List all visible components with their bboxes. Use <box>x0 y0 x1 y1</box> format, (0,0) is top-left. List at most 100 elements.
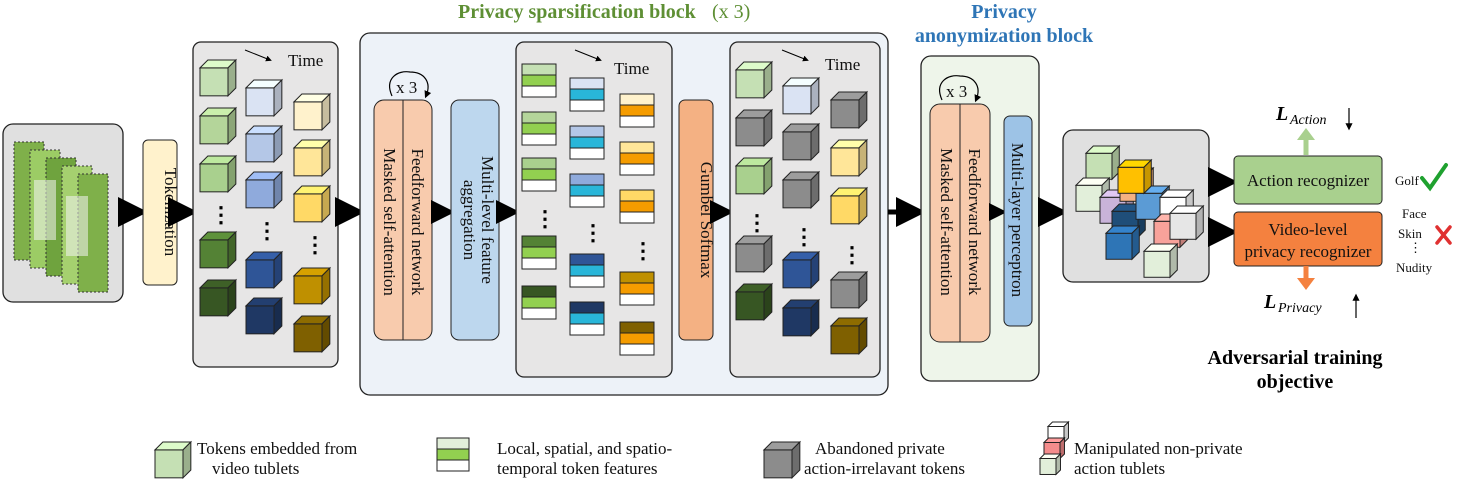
legend-text-1a: Tokens embedded from <box>197 439 357 458</box>
token-cube <box>781 170 821 210</box>
token-cube <box>829 186 869 226</box>
loss-privacy: L Privacy <box>1263 291 1360 318</box>
legend-text-1b: video tublets <box>212 459 299 478</box>
cross-icon <box>1435 225 1452 245</box>
token-cube <box>198 106 238 146</box>
ellipsis: ⋮ <box>632 238 654 263</box>
svg-text:Action: Action <box>1289 113 1327 128</box>
tokenization-block: Tokenization <box>142 139 180 286</box>
legend-text-3a: Abandoned private <box>815 439 945 458</box>
objective-title-1: Adversarial training <box>1208 347 1383 369</box>
attention-label-1: Masked self-attention <box>380 148 399 296</box>
token-cube <box>829 138 869 178</box>
ellipsis: ⋮ <box>582 220 604 245</box>
token-cube <box>198 154 238 194</box>
token-cube <box>244 124 284 164</box>
gumbel-label: Gumbel Softmax <box>697 162 716 279</box>
ellipsis: ⋮ <box>793 224 815 249</box>
token-cube <box>781 250 821 290</box>
output-tublets-panel <box>1062 129 1210 283</box>
ellipsis: ⋮ <box>746 210 768 235</box>
input-video-panel <box>2 123 124 303</box>
anonymization-title-2: anonymization block <box>915 25 1094 47</box>
token-cube <box>734 156 774 196</box>
svg-text:L: L <box>1275 103 1288 125</box>
token-cube <box>781 122 821 162</box>
output-tublet-cube <box>1084 144 1121 181</box>
legend-text-2b: temporal token features <box>497 459 658 478</box>
feature-stack <box>569 173 605 208</box>
selected-token-panel: Time ⋮ ⋮ ⋮ <box>729 41 881 378</box>
loss-action: L Action <box>1275 103 1353 131</box>
legend-icon-token <box>153 440 193 480</box>
token-cube <box>829 316 869 356</box>
feature-stack <box>521 63 557 98</box>
multi-level-aggregation: Multi-level feature aggregation <box>450 99 500 341</box>
feature-stack <box>569 301 605 336</box>
ellipsis: ⋮ <box>304 232 326 257</box>
token-cube <box>292 92 332 132</box>
legend-icon-feature <box>436 437 470 472</box>
feature-stack <box>521 157 557 192</box>
feature-stack <box>521 285 557 320</box>
privacy-recognizer: Video-level privacy recognizer <box>1233 211 1383 290</box>
legend-text-3b: action-irrelavant tokens <box>804 459 965 478</box>
token-cube <box>292 266 332 306</box>
gumbel-softmax-block: Gumbel Softmax <box>678 99 716 341</box>
feature-stack <box>569 77 605 112</box>
anonymization-title-1: Privacy <box>971 1 1037 23</box>
token-cube <box>244 78 284 118</box>
token-cube <box>244 296 284 336</box>
svg-text:L: L <box>1263 291 1276 313</box>
token-cube <box>781 298 821 338</box>
legend-icon-manipulated-3 <box>1038 452 1062 476</box>
anonymization-block: x 3 Feedforward network Masked self-atte… <box>920 55 1040 382</box>
svg-text:Privacy: Privacy <box>1277 301 1322 316</box>
feedforward-label-1: Feedforward network <box>408 149 427 296</box>
token-panel-1: Time ⋮⋮⋮ <box>192 41 339 368</box>
action-recognizer-label: Action recognizer <box>1247 171 1370 190</box>
output-tublet-cube <box>1104 224 1141 261</box>
time-label-2: Time <box>614 59 649 78</box>
ellipsis: ⋮ <box>256 218 278 243</box>
ellipsis: ⋮ <box>210 202 232 227</box>
token-cube <box>292 138 332 178</box>
feature-stack <box>619 271 655 306</box>
multi-level-label-1: Multi-level feature <box>478 156 497 284</box>
mlp-label: Multi-layer perceptron <box>1008 143 1027 298</box>
token-cube <box>734 108 774 148</box>
feature-stack <box>569 253 605 288</box>
multi-level-label-2: aggregation <box>460 180 479 261</box>
ellipsis: ⋮ <box>841 242 863 267</box>
feature-stack <box>521 111 557 146</box>
action-recognizer: Action recognizer <box>1233 128 1383 205</box>
feature-stack <box>619 141 655 176</box>
privacy-recognizer-label-1: Video-level <box>1268 220 1347 239</box>
legend-text-2a: Local, spatial, and spatio- <box>497 439 672 458</box>
token-cube <box>198 58 238 98</box>
ellipsis-label: ⋮ <box>1409 240 1422 255</box>
nudity-label: Nudity <box>1396 260 1433 275</box>
attention-label-2: Masked self-attention <box>937 148 956 296</box>
token-cube <box>734 282 774 322</box>
objective-title-2: objective <box>1257 371 1334 393</box>
legend-text-4a: Manipulated non-private <box>1074 439 1243 458</box>
feature-stack <box>569 125 605 160</box>
feature-stack <box>619 321 655 356</box>
token-cube <box>734 60 774 100</box>
check-icon <box>1420 163 1448 192</box>
feature-stack <box>619 189 655 224</box>
time-label-3: Time <box>825 55 860 74</box>
token-cube <box>292 314 332 354</box>
ellipsis: ⋮ <box>534 206 556 231</box>
output-tublet-cube <box>1142 242 1179 279</box>
video-frames <box>13 141 109 293</box>
token-cube <box>244 250 284 290</box>
skin-label: Skin <box>1398 226 1422 241</box>
feature-panel: Time ⋮ ⋮ ⋮ <box>515 41 673 378</box>
face-label: Face <box>1402 206 1427 221</box>
sparsification-block: x 3 Feedforward network Masked self-atte… <box>359 32 889 396</box>
sparsification-repeat: (x 3) <box>712 1 750 23</box>
golf-label: Golf <box>1395 173 1420 188</box>
